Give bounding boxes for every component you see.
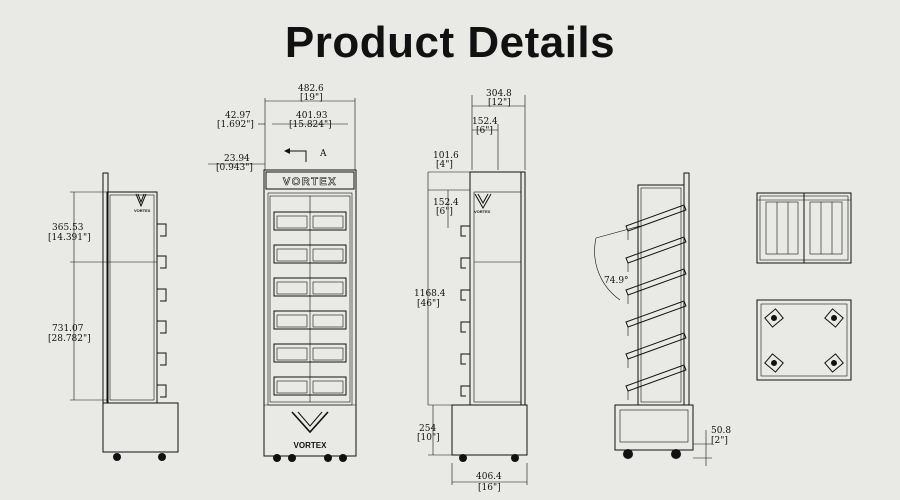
shelf-lips-side (157, 223, 167, 398)
dim-caster-height-in: [2"] (711, 436, 728, 446)
dim-top-step: 101.6 (433, 151, 459, 161)
dim-overall-width-in: [19"] (300, 93, 323, 103)
svg-text:VORTEX: VORTEX (134, 208, 151, 213)
page-title: Product Details (284, 18, 616, 67)
dim-shelf-angle: 74.9° (604, 276, 629, 286)
caster-icons (764, 308, 844, 373)
dim-side-upper: 365.53 (52, 223, 84, 233)
dim-overall-width: 482.6 (298, 84, 324, 94)
dim-inner-width-in: [15.824"] (289, 120, 332, 130)
dim-total-height: 1168.4 (414, 289, 446, 299)
dim-depth-half-in: [6"] (476, 126, 493, 136)
dim-total-height-in: [46"] (417, 299, 440, 309)
bottom-view (756, 299, 852, 381)
dim-base-depth-in: [16"] (478, 483, 501, 493)
dim-depth-half: 152.4 (472, 117, 498, 127)
front-bins (273, 211, 347, 396)
dim-header-offset: 23.94 (224, 154, 250, 164)
dim-header-drop: 152.4 (433, 198, 459, 208)
section-marker: A (319, 149, 327, 159)
vortex-logo-side2: VORTEX (474, 193, 492, 214)
side-view-left: 365.53 [14.391"] 731.07 [28.782"] VORTEX (48, 172, 179, 461)
dim-header-drop-in: [6"] (436, 207, 453, 217)
dim-inner-width: 401.93 (296, 111, 328, 121)
dim-depth-top: 304.8 (486, 89, 512, 99)
dim-offset-left-in: [1.692"] (217, 120, 254, 130)
side-view-dimensioned: 304.8 [12"] 152.4 [6"] 101.6 [4"] 152.4 … (414, 89, 528, 493)
vortex-logo-side: VORTEX (134, 193, 151, 213)
angled-shelves (625, 204, 687, 400)
shelf-lips-side2 (460, 225, 470, 397)
header-sign-brand: VORTEX (283, 176, 337, 188)
dim-top-step-in: [4"] (436, 160, 453, 170)
dim-base-height-in: [10"] (417, 433, 440, 443)
dim-offset-left: 42.97 (225, 111, 251, 121)
dim-side-upper-in: [14.391"] (48, 233, 91, 243)
dim-header-offset-in: [0.943"] (216, 163, 253, 173)
vortex-logo-front: VORTEX (291, 411, 329, 450)
section-view: 74.9° 50.8 [2"] (594, 172, 731, 466)
dim-side-lower: 731.07 (52, 324, 84, 334)
base-brand: VORTEX (294, 441, 328, 450)
dim-base-height: 254 (419, 424, 436, 434)
dim-side-lower-in: [28.782"] (48, 334, 91, 344)
dim-base-depth: 406.4 (476, 472, 502, 482)
top-view (756, 192, 852, 264)
front-view: 482.6 [19"] 42.97 [1.692"] 401.93 [15.82… (208, 84, 357, 462)
svg-text:VORTEX: VORTEX (474, 209, 491, 214)
dim-caster-height: 50.8 (711, 426, 731, 436)
dim-depth-top-in: [12"] (488, 98, 511, 108)
